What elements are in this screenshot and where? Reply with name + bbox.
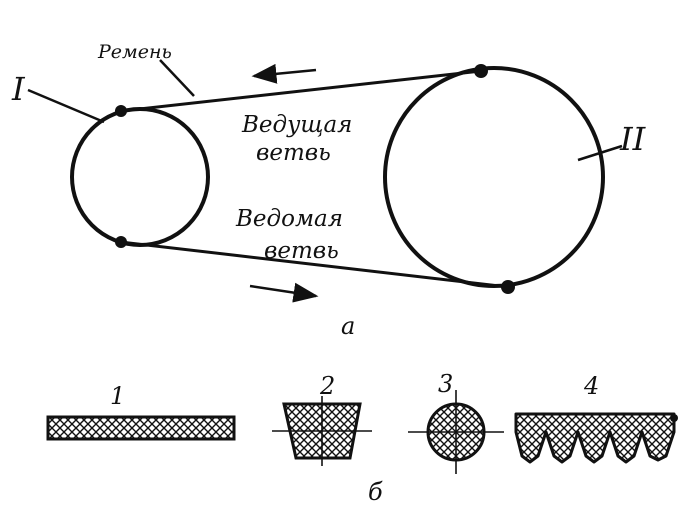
profile-number-3: 3 (438, 370, 453, 398)
pulley-ii-label: II (619, 120, 647, 158)
large-pulley (383, 66, 605, 288)
driving-branch-label-2: ветвь (256, 140, 331, 166)
flat-belt-profile (46, 415, 236, 441)
pulley-i-leader-line (27, 88, 105, 124)
round-belt-profile (408, 390, 504, 474)
pulley-ii-leader-line (577, 144, 623, 162)
poly-v-belt-profile (514, 412, 676, 464)
subfigure-b-label: б (368, 478, 383, 506)
poly-v-belt-edge-mark (670, 414, 678, 422)
belt-profiles-view (46, 390, 678, 474)
subfigure-a-label: а (341, 312, 355, 340)
contact-point (474, 64, 488, 78)
profile-number-1: 1 (110, 382, 125, 410)
pulley-i-label: I (11, 70, 26, 108)
belt-leader-line (159, 59, 195, 97)
driven-direction-arrow (249, 282, 319, 303)
driving-belt-branch (120, 69, 482, 113)
profile-number-4: 4 (583, 372, 599, 400)
driving-direction-arrow (251, 63, 317, 84)
driving-branch-label: Ведущая (241, 112, 352, 138)
belt-label: Ремень (97, 41, 172, 63)
driven-branch-label-2: ветвь (264, 238, 339, 264)
driven-branch-label: Ведомая (235, 206, 343, 232)
profile-number-2: 2 (319, 372, 335, 400)
driven-belt-branch (120, 240, 509, 289)
belt-drive-view (27, 59, 623, 303)
contact-point (115, 236, 127, 248)
v-belt-profile (272, 396, 372, 466)
contact-point (501, 280, 515, 294)
small-pulley (70, 107, 210, 247)
contact-point (115, 105, 127, 117)
belt-contact-points (115, 64, 515, 294)
